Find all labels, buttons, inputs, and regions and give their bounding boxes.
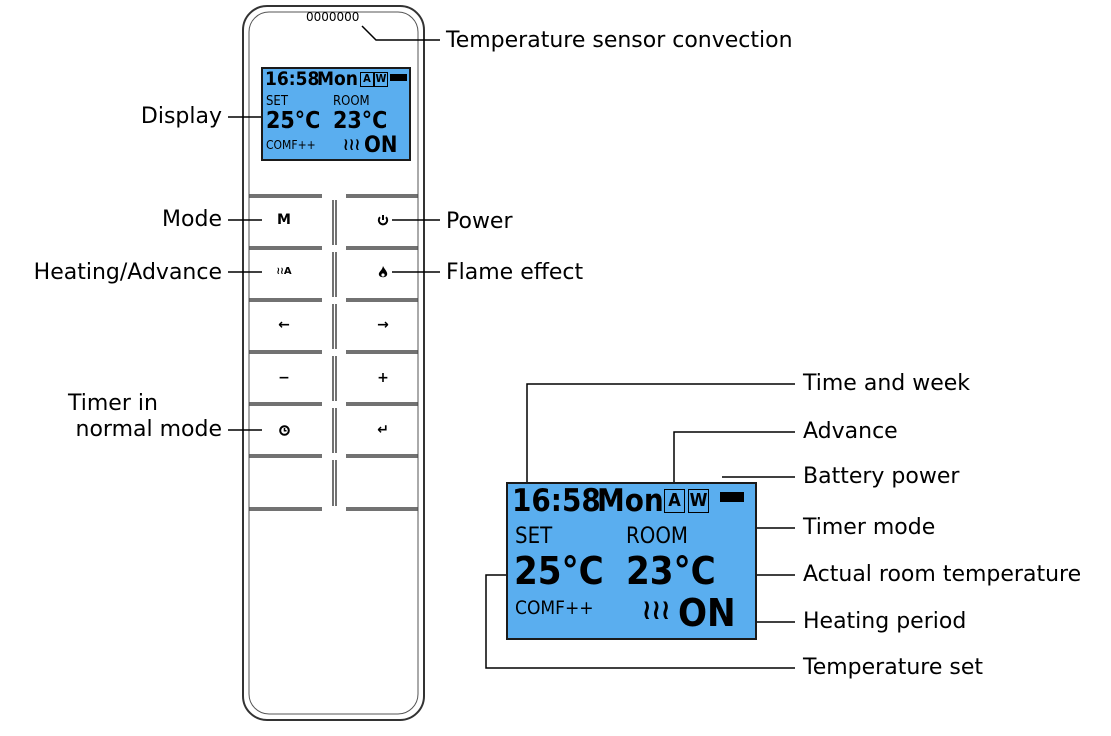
lcd-time: 16:58 <box>512 483 601 519</box>
remote-advance-icon: A <box>360 72 374 87</box>
heating-advance-button[interactable]: ≀≀A <box>254 257 314 287</box>
lcd-room-temp: 23°C <box>626 549 716 593</box>
label-mode: Mode <box>162 207 222 232</box>
lcd-set-label: SET <box>515 524 553 549</box>
lcd-heat-waves-icon: ≀≀≀ <box>642 593 671 626</box>
enlarged-display: 16:58 Mon A W SET ROOM 25°C 23°C COMF++ … <box>506 482 757 640</box>
power-icon <box>377 215 389 226</box>
lcd-weekday: Mon <box>597 483 664 519</box>
right-arrow-button[interactable]: → <box>377 317 389 333</box>
label-timer-line1: Timer in <box>68 391 158 416</box>
flame-effect-button[interactable] <box>353 257 413 287</box>
sensor-leader <box>361 25 440 41</box>
temp-set-leader <box>485 574 795 669</box>
enter-button[interactable]: ↵ <box>377 422 389 438</box>
remote-display: 16:58 Mon A W SET ROOM 25°C 23°C COMF++ … <box>261 67 411 161</box>
remote-time: 16:58 <box>265 68 320 90</box>
label-display: Display <box>140 104 222 129</box>
clock-icon <box>278 424 290 436</box>
plus-button[interactable]: + <box>377 370 389 386</box>
remote-set-temp: 25°C <box>266 108 321 134</box>
label-heating-advance: Heating/Advance <box>33 260 222 285</box>
remote-room-label: ROOM <box>333 94 370 109</box>
remote-heating-status: ON <box>364 133 398 158</box>
remote-mode-text: COMF++ <box>266 138 316 152</box>
label-battery: Battery power <box>803 464 960 489</box>
lcd-heating-status: ON <box>678 591 736 635</box>
lcd-set-temp: 25°C <box>514 549 604 593</box>
temperature-sensor: 0000000 <box>306 10 360 24</box>
label-flame: Flame effect <box>446 260 584 285</box>
label-time-week: Time and week <box>803 371 971 396</box>
minus-button[interactable]: − <box>278 370 290 386</box>
remote-set-label: SET <box>266 94 288 109</box>
remote-battery-icon <box>390 74 407 81</box>
lcd-room-label: ROOM <box>626 524 688 549</box>
remote-timer-icon: W <box>374 72 388 87</box>
power-button[interactable] <box>353 205 413 235</box>
remote-weekday: Mon <box>317 68 358 90</box>
lcd-advance-icon: A <box>664 489 685 513</box>
label-advance: Advance <box>803 419 898 444</box>
advance-leader <box>673 431 795 482</box>
left-arrow-button[interactable]: ← <box>278 317 290 333</box>
label-sensor: Temperature sensor convection <box>446 28 793 53</box>
heat-advance-icon: ≀≀A <box>276 266 292 277</box>
remote-inner-body <box>248 11 419 715</box>
flame-icon <box>378 265 388 277</box>
mode-button[interactable]: M <box>277 212 291 228</box>
label-heating-period: Heating period <box>803 609 967 634</box>
time-week-leader <box>526 383 795 485</box>
lcd-timer-icon: W <box>688 489 709 513</box>
remote-room-temp: 23°C <box>333 108 388 134</box>
label-power: Power <box>446 209 513 234</box>
timer-button[interactable] <box>254 415 314 445</box>
lcd-mode-text: COMF++ <box>515 597 594 619</box>
remote-heat-waves-icon: ≀≀≀ <box>343 135 361 155</box>
label-timer-mode: Timer mode <box>803 515 936 540</box>
lcd-battery-icon <box>720 492 744 502</box>
leader-lines <box>228 25 795 669</box>
label-temp-set: Temperature set <box>803 655 983 680</box>
label-timer-line2: normal mode <box>75 417 222 442</box>
label-actual-room: Actual room temperature <box>803 562 1082 587</box>
